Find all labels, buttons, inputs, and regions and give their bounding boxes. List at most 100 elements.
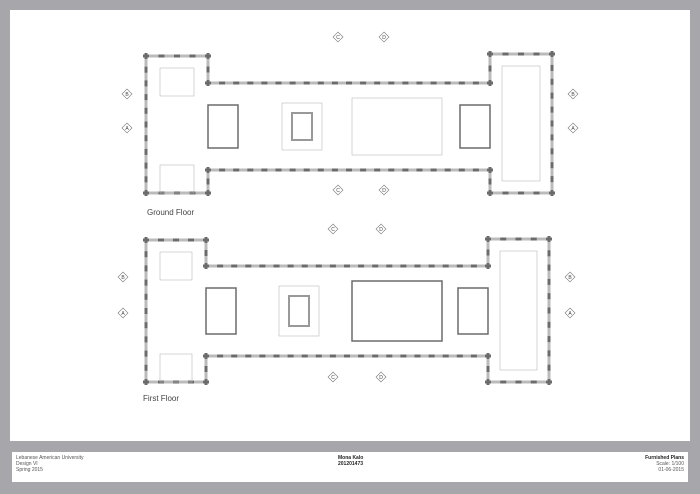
ground-floor-right-wing-east-wall-pier [550, 148, 554, 155]
first-floor-central-south-wall-pier [344, 354, 350, 358]
ground-floor-central-north-wall-pier [416, 81, 423, 85]
ground-floor-stair [281, 102, 323, 151]
first-floor-right-wing-west-wall-n-pier [486, 236, 490, 242]
first-floor-central-north-wall-pier [485, 264, 491, 268]
ground-floor-central-north-wall-pier [233, 81, 240, 85]
ground-floor-left-wing-west-wall-pier [144, 135, 148, 142]
section-marker-label: A [125, 126, 129, 132]
first-floor-right-wing-west-wall-s-pier [486, 379, 490, 385]
first-floor-central-south-wall-pier [231, 354, 238, 358]
section-marker-c [332, 184, 344, 196]
first-floor-right-wing-east-wall-pier [547, 379, 551, 385]
first-floor-central-south-wall-pier [217, 354, 224, 358]
ground-floor-left-wing-west-wall-pier [144, 53, 148, 59]
ground-floor-central-south-wall-pier [346, 168, 352, 172]
first-floor-central-south-wall-pier [470, 354, 477, 358]
ground-floor-central-north-wall-pier [430, 81, 437, 85]
ground-floor-central-south-wall-pier [261, 168, 268, 172]
first-floor-left-wing-furniture [159, 353, 193, 383]
ground-floor-right-wing-north-wall-pier [533, 52, 540, 56]
first-floor-central-north-wall-pier [217, 264, 224, 268]
first-floor-right-wing-south-wall-pier [530, 380, 537, 384]
ground-floor-right-wing-south-wall-pier [533, 191, 540, 195]
ground-floor-central-south-wall-pier [289, 168, 296, 172]
section-marker-d [375, 371, 387, 383]
ground-floor-stair-well [291, 112, 313, 141]
first-floor-left-wing-west-wall-pier [144, 237, 148, 243]
ground-floor-right-wing-north-wall-pier [518, 52, 524, 56]
ground-floor-wc-core-right [459, 104, 491, 149]
ground-floor-central-north-wall-pier [331, 81, 338, 85]
semester: Spring 2015 [16, 467, 43, 473]
section-marker-b [567, 88, 579, 100]
first-floor-central-south-wall-pier [329, 354, 336, 358]
ground-floor-left-wing-north-wall-pier [158, 54, 165, 58]
ground-floor-central-south-wall-pier [416, 168, 423, 172]
ground-floor-central-north-wall-pier [275, 81, 282, 85]
section-marker-label: D [382, 35, 386, 41]
ground-floor-left-wing-west-wall-pier [144, 148, 148, 155]
ground-floor-central-south-wall-pier [275, 168, 282, 172]
ground-floor-central-south-wall-pier [458, 168, 465, 172]
first-floor-hall [351, 280, 443, 342]
ground-floor-hall [351, 97, 443, 156]
first-floor-label: First Floor [143, 394, 179, 403]
ground-floor-right-wing-south-wall-pier [518, 191, 524, 195]
title-block-center: Mona Kalo 201201473 [338, 455, 363, 467]
ground-floor-right-wing-east-wall-pier [550, 120, 554, 127]
first-floor-central-north-wall-pier [231, 264, 238, 268]
title-block-right: Furnished Plans Scale: 1/100 01-06-2015 [645, 455, 684, 473]
section-marker-label: C [331, 375, 335, 381]
ground-floor-central-south-wall-pier [317, 168, 324, 172]
first-floor-central-south-wall-pier [203, 354, 209, 358]
ground-floor-left-wing-east-wall-n-pier [206, 66, 210, 73]
ground-floor-left-wing-west-wall-pier [144, 107, 148, 114]
first-floor-right-wing-furniture [499, 250, 538, 371]
section-marker-b [117, 271, 129, 283]
ground-floor-label: Ground Floor [147, 208, 195, 217]
first-floor-left-wing-east-wall-n-pier [204, 250, 208, 256]
first-floor-right-wing-south-wall-pier [500, 380, 507, 384]
section-marker-label: B [125, 92, 129, 98]
first-floor-central-north-wall-pier [315, 264, 322, 268]
first-floor-right-wing-east-wall-pier [547, 364, 551, 371]
first-floor-central-north-wall-pier [414, 264, 421, 268]
first-floor-right-wing-west-wall-n-pier [486, 249, 490, 256]
ground-floor-left-wing-west-wall-pier [144, 176, 148, 183]
ground-floor-central-north-wall-pier [487, 81, 493, 85]
university: Lebanese American University [16, 455, 84, 461]
section-marker-label: B [121, 275, 125, 281]
ground-floor-central-north-wall-pier [289, 81, 296, 85]
ground-floor-left-wing-west-wall-pier [144, 162, 148, 169]
sheet-title: Furnished Plans [645, 455, 684, 461]
ground-floor-central-north-wall-pier [346, 81, 352, 85]
ground-floor-central-north-wall-pier [261, 81, 268, 85]
ground-floor-left-wing-west-wall-pier [144, 190, 148, 196]
ground-floor-central-south-wall-pier [233, 168, 240, 172]
ground-floor-central-north-wall-pier [247, 81, 254, 85]
first-floor-left-wing-west-wall-pier [144, 265, 148, 272]
first-floor-right-wing-east-wall-pier [547, 350, 551, 357]
ground-floor-left-wing-west-wall-pier [144, 121, 148, 128]
first-floor-right-wing-east-wall-pier [547, 278, 551, 285]
first-floor-central-north-wall-pier [456, 264, 463, 268]
first-floor-left-wing-north-wall-pier [173, 238, 179, 242]
first-floor-central-north-wall-pier [301, 264, 308, 268]
first-floor-right-wing-east-wall-pier [547, 264, 551, 271]
first-floor-central-north-wall-pier [470, 264, 477, 268]
ground-floor-central-north-wall-pier [402, 81, 409, 85]
first-floor-left-wing-east-wall-s-pier [204, 379, 208, 385]
first-floor-wc-core-left [205, 287, 237, 335]
first-floor-central-south-wall-pier [358, 354, 365, 358]
first-floor-wc-core-right [457, 287, 489, 335]
section-marker-label: C [336, 188, 340, 194]
section-marker-a [567, 122, 579, 134]
section-marker-label: A [121, 311, 125, 317]
ground-floor-central-north-wall-pier [205, 81, 211, 85]
ground-floor-left-wing-east-wall-n-pier [206, 53, 210, 59]
title-block-left: Lebanese American University Design VI S… [16, 455, 84, 473]
date: 01-06-2015 [658, 467, 684, 473]
first-floor-left-wing-west-wall-pier [144, 364, 148, 371]
ground-floor-left-wing-furniture [159, 164, 195, 194]
section-marker-label: A [571, 126, 575, 132]
